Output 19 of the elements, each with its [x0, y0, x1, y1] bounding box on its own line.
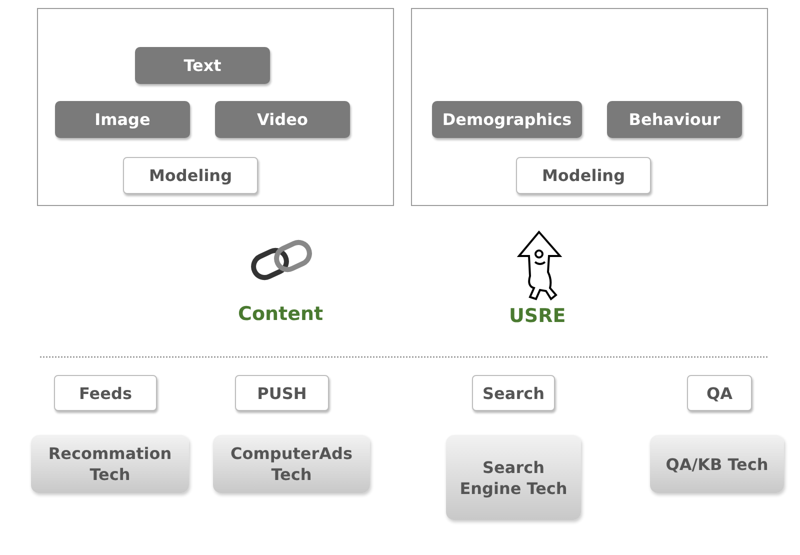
option-box: Feeds: [54, 375, 157, 411]
option-box: Search: [472, 375, 555, 411]
option-box: Modeling: [516, 157, 651, 194]
panel-frame: [411, 8, 768, 206]
option-box: QA: [687, 375, 752, 411]
category-box: Image: [55, 101, 190, 138]
tech-box: ComputerAds Tech: [213, 435, 370, 493]
section-label: Content: [238, 303, 324, 325]
panel-frame: [37, 8, 394, 206]
section-label: USRE: [509, 305, 566, 327]
category-box: Demographics: [432, 101, 582, 138]
tech-box: QA/KB Tech: [650, 435, 784, 493]
tech-box: Search Engine Tech: [446, 435, 581, 520]
category-box: Video: [215, 101, 350, 138]
category-box: Text: [135, 47, 270, 84]
category-box: Behaviour: [607, 101, 742, 138]
tech-box: Recommation Tech: [31, 435, 189, 493]
option-box: PUSH: [235, 375, 329, 411]
option-box: Modeling: [123, 157, 258, 194]
